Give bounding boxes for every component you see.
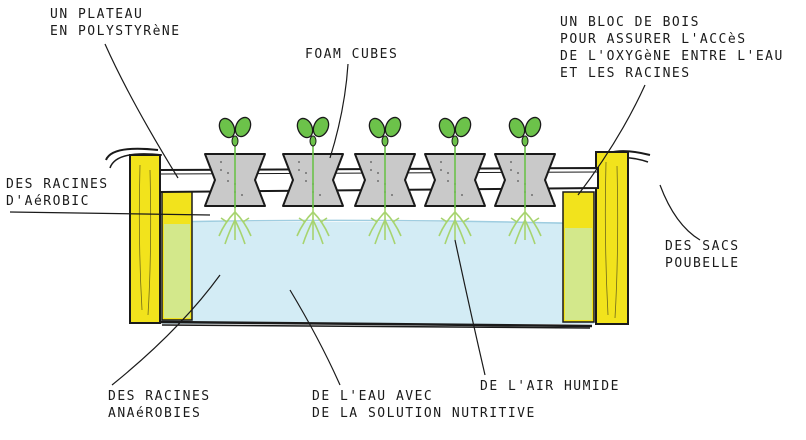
root	[510, 217, 518, 223]
plant	[494, 116, 556, 245]
leaf	[438, 117, 456, 139]
leader-lines	[9, 43, 701, 386]
leaf	[296, 117, 314, 139]
foam-speckle	[531, 194, 533, 196]
label-eau-solution: DE L'EAU AVEC DE LA SOLUTION NUTRITIVE	[312, 389, 536, 421]
root	[320, 217, 328, 223]
label-racines-anaerobies: DES RACINES ANAéROBIES	[108, 389, 211, 421]
root	[298, 217, 306, 223]
foam-speckle	[461, 194, 463, 196]
root	[440, 217, 448, 223]
root	[312, 219, 324, 245]
root	[302, 219, 314, 245]
root	[524, 211, 542, 237]
leaf	[524, 116, 542, 138]
root	[234, 219, 246, 245]
label-foam-cubes: FOAM CUBES	[305, 47, 399, 62]
plant	[424, 116, 486, 245]
foam-speckle	[510, 161, 512, 163]
root	[242, 217, 250, 223]
foam-speckle	[517, 180, 519, 182]
foam-speckle	[298, 169, 300, 171]
foam-speckle	[447, 180, 449, 182]
root	[384, 211, 402, 237]
leaf	[218, 117, 236, 139]
leaf-bud	[381, 135, 389, 147]
foam-speckle	[370, 161, 372, 163]
foam-speckle	[227, 172, 229, 174]
root	[368, 211, 386, 237]
root	[296, 211, 314, 237]
foam-speckle	[510, 169, 512, 171]
root	[392, 217, 400, 223]
leaf	[312, 116, 330, 138]
label-bloc-bois: UN BLOC DE BOIS POUR ASSURER L'ACCèS DE …	[560, 15, 784, 81]
root	[524, 219, 536, 245]
root	[224, 219, 236, 245]
foam-speckle	[319, 194, 321, 196]
root	[462, 217, 470, 223]
foam-speckle	[305, 172, 307, 174]
root	[454, 211, 472, 237]
plants	[204, 116, 556, 245]
foam-speckle	[440, 169, 442, 171]
leaf-bud	[451, 135, 459, 147]
foam-speckle	[377, 180, 379, 182]
plant	[204, 116, 266, 245]
leaf	[384, 116, 402, 138]
plant	[354, 116, 416, 245]
root	[220, 217, 228, 223]
root	[312, 211, 330, 237]
tank-bottom	[159, 320, 593, 328]
root	[384, 219, 396, 245]
leaf-bud	[521, 135, 529, 147]
label-air-humide: DE L'AIR HUMIDE	[480, 379, 620, 394]
foam-speckle	[517, 172, 519, 174]
root	[234, 211, 252, 237]
root	[508, 211, 526, 237]
label-sacs-poubelle: DES SACS POUBELLE	[665, 239, 740, 271]
root	[438, 211, 456, 237]
root	[532, 217, 540, 223]
foam-speckle	[440, 161, 442, 163]
foam-speckle	[227, 180, 229, 182]
leaf	[508, 117, 526, 139]
root	[454, 219, 466, 245]
root	[218, 211, 236, 237]
wood-side-right	[595, 151, 629, 325]
root	[444, 219, 456, 245]
leaf-bud	[309, 135, 317, 147]
foam-speckle	[241, 194, 243, 196]
water-reservoir	[162, 222, 594, 324]
water-surface	[164, 219, 593, 225]
foam-speckle	[377, 172, 379, 174]
label-plateau: UN PLATEAU EN POLYSTYRèNE	[50, 7, 181, 39]
foam-speckle	[220, 169, 222, 171]
root	[370, 217, 378, 223]
leaf	[368, 117, 386, 139]
foam-speckle	[305, 180, 307, 182]
wood-side-left	[129, 154, 161, 324]
foam-speckle	[220, 161, 222, 163]
plant	[282, 116, 344, 245]
foam-speckle	[391, 194, 393, 196]
leaf-bud	[231, 135, 239, 147]
foam-speckle	[370, 169, 372, 171]
leaf	[454, 116, 472, 138]
root	[514, 219, 526, 245]
leaf	[234, 116, 252, 138]
label-racines-aerobic: DES RACINES D'AéROBIC	[6, 177, 109, 209]
root	[374, 219, 386, 245]
foam-speckle	[447, 172, 449, 174]
foam-speckle	[298, 161, 300, 163]
garbage-bag-left	[105, 147, 159, 161]
